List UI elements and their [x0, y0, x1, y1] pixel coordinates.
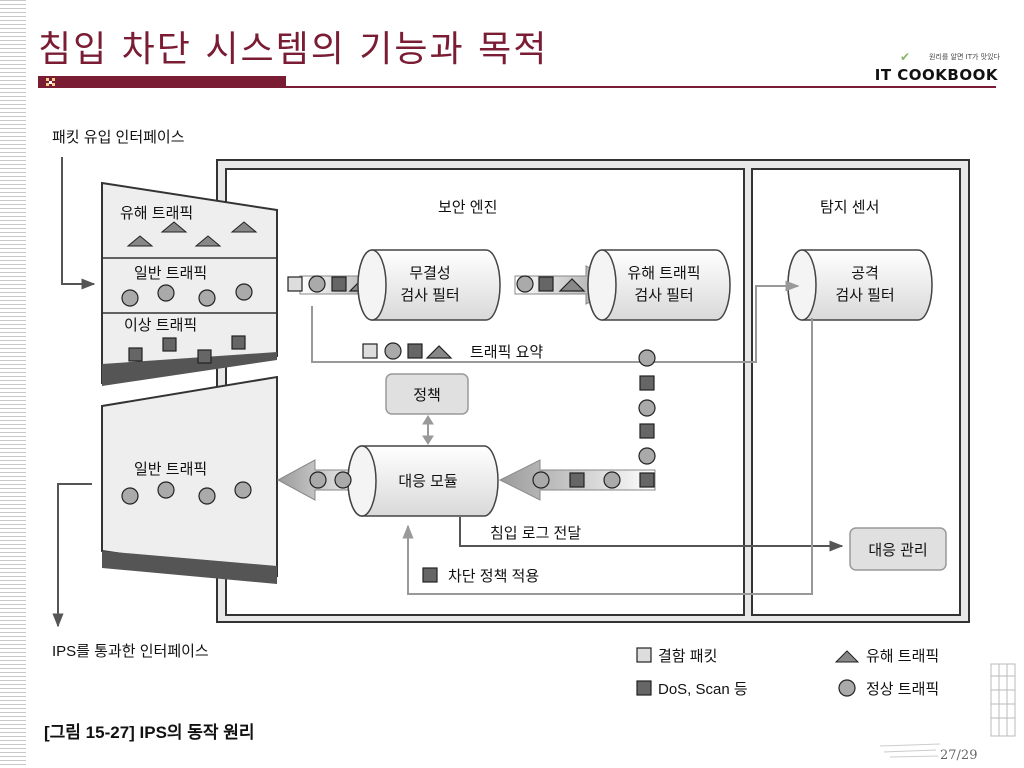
integrity-filter-cylinder — [357, 249, 501, 321]
filtered-packets — [516, 275, 586, 293]
attack-filter-cylinder — [787, 249, 933, 321]
legend-normal-swatch — [838, 679, 856, 697]
log-delivery-line — [459, 517, 844, 552]
legend-defect-label: 결함 패킷 — [658, 648, 717, 665]
legend-dos-swatch — [636, 680, 652, 696]
harmful-filter-label-2: 검사 필터 — [634, 287, 693, 304]
policy-box — [385, 373, 469, 415]
title-rule — [286, 86, 996, 88]
inbound-abnormal-label: 이상 트래픽 — [124, 317, 197, 334]
block-policy-label: 차단 정책 적용 — [448, 568, 539, 585]
logo-brand: IT COOKBOOK — [874, 66, 998, 84]
harmful-filter-label-1: 유해 트래픽 — [627, 265, 700, 282]
outbound-shadow — [102, 551, 277, 584]
attack-filter-label-1: 공격 — [851, 265, 879, 282]
harmful-triangles — [126, 221, 258, 247]
legend-harmful-swatch — [834, 650, 860, 663]
building-sketch-decoration — [990, 663, 1016, 737]
output-flow-line — [52, 483, 92, 628]
outbound-normal-circles — [121, 481, 252, 505]
packet-column — [638, 349, 656, 465]
normal-circles — [121, 283, 253, 307]
summary-packets — [362, 342, 453, 360]
policy-label: 정책 — [413, 387, 441, 404]
security-engine-box — [225, 168, 745, 616]
legend-dos-label: DoS, Scan 등 — [658, 681, 748, 698]
traffic-summary-line — [311, 280, 800, 363]
inbound-shadow — [102, 352, 277, 386]
legend-normal-label: 정상 트래픽 — [866, 681, 939, 698]
traffic-summary-label: 트래픽 요약 — [470, 344, 543, 361]
detection-sensor-label: 탐지 센서 — [820, 199, 879, 216]
integrity-filter-label-1: 무결성 — [409, 265, 450, 282]
inbound-normal-label: 일반 트래픽 — [134, 265, 207, 282]
abnormal-squares — [128, 335, 246, 364]
output-packets — [309, 471, 352, 489]
harmful-filter-cylinder — [587, 249, 731, 321]
title-underline-bar — [38, 76, 286, 88]
checker-bullet-icon — [44, 77, 58, 87]
logo-tagline: 원리를 알면 IT가 맛있다 — [929, 53, 1000, 61]
legend-harmful-label: 유해 트래픽 — [866, 648, 939, 665]
sketch-lines-decoration — [880, 743, 941, 758]
legend: 결함 패킷 DoS, Scan 등 유해 트래픽 정상 트래픽 — [636, 647, 939, 698]
policy-double-arrow — [422, 415, 434, 445]
response-management-box — [849, 527, 947, 571]
response-module-label: 대응 모듈 — [398, 473, 457, 490]
inbound-harmful-label: 유해 트래픽 — [120, 205, 193, 222]
log-delivery-label: 침입 로그 전달 — [490, 525, 581, 542]
slide-title: 침입 차단 시스템의 기능과 목적 — [38, 29, 549, 70]
it-cookbook-logo: ✔ 원리를 알면 IT가 맛있다 IT COOKBOOK — [870, 50, 1000, 86]
output-interface-label: IPS를 통과한 인터페이스 — [52, 643, 209, 660]
block-policy-line — [402, 318, 813, 595]
input-flow-line — [61, 157, 96, 290]
security-engine-label: 보안 엔진 — [438, 199, 497, 216]
check-icon: ✔ — [900, 50, 911, 64]
block-policy-square — [422, 567, 438, 583]
legend-defect-swatch — [636, 647, 652, 663]
page-number: 27/29 — [940, 748, 978, 763]
input-interface-label: 패킷 유입 인터페이스 — [52, 129, 185, 146]
left-stripe-decoration — [0, 0, 26, 768]
attack-filter-label-2: 검사 필터 — [835, 287, 894, 304]
response-packets — [532, 471, 655, 489]
figure-caption: [그림 15-27] IPS의 동작 원리 — [44, 723, 255, 742]
response-management-label: 대응 관리 — [868, 542, 927, 559]
response-module-cylinder — [347, 445, 499, 517]
outbound-normal-label: 일반 트래픽 — [134, 461, 207, 478]
integrity-filter-label-2: 검사 필터 — [400, 287, 459, 304]
